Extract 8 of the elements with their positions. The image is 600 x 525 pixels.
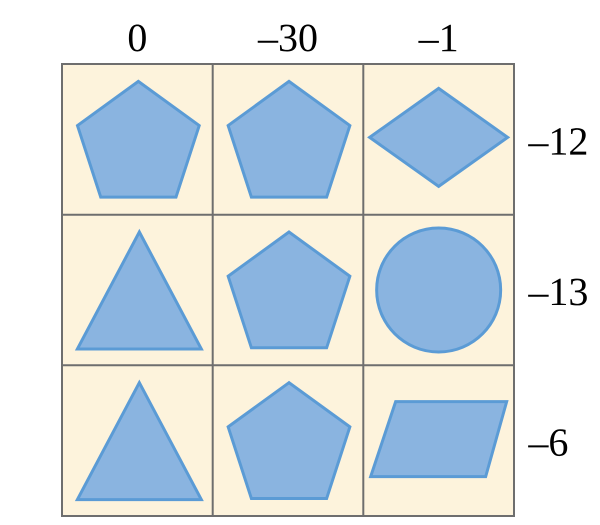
row-label: –12 — [528, 128, 586, 155]
column-label: 0 — [128, 24, 146, 52]
column-label: –30 — [258, 24, 316, 52]
pentagon-shape — [76, 80, 201, 199]
column-label: –1 — [418, 24, 456, 52]
row-label: –13 — [528, 278, 587, 306]
circle-shape — [375, 226, 502, 354]
row-label: –6 — [528, 429, 568, 456]
